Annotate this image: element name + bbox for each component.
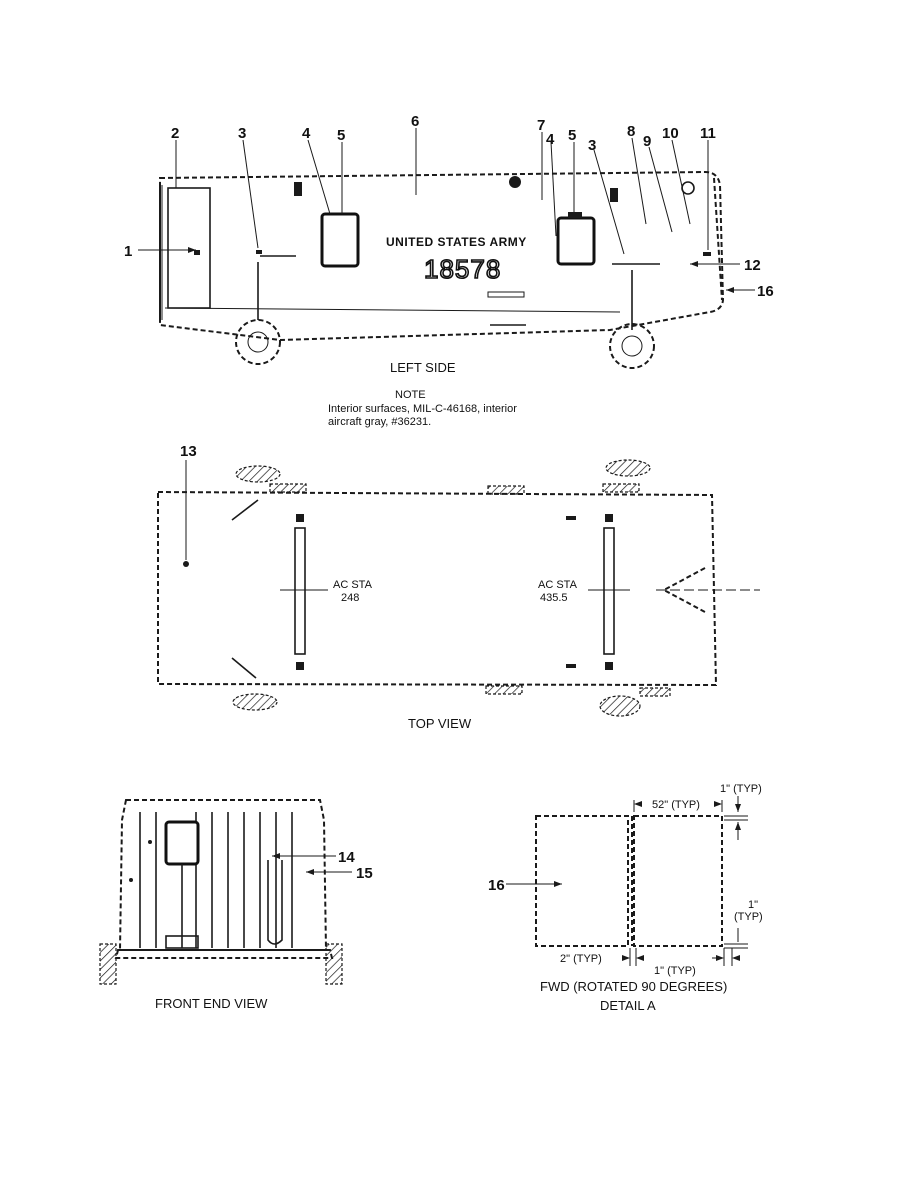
callout-15: 15 [356, 865, 373, 882]
callout-13: 13 [180, 443, 197, 460]
detail-a-left-panel [535, 815, 629, 947]
top-view-caption: TOP VIEW [408, 716, 472, 731]
station-435-label: AC STA [538, 579, 578, 591]
left-window-2 [556, 216, 596, 266]
left-side-leaders [138, 128, 755, 293]
callout-5: 5 [337, 127, 345, 144]
us-army-marking: UNITED STATES ARMY [386, 235, 527, 249]
note-line-1: Interior surfaces, MIL-C-46168, interior [328, 403, 517, 415]
station-248-label: AC STA [333, 579, 373, 591]
left-door-panel [167, 187, 211, 309]
top-view [157, 459, 760, 717]
station-248-value: 248 [341, 592, 359, 604]
crossbar-248 [294, 527, 306, 655]
left-wheel-front [235, 319, 281, 365]
note-title: NOTE [395, 389, 426, 401]
dim-1-top: 1" (TYP) [720, 783, 762, 795]
left-window-1 [320, 212, 360, 268]
callout-3: 3 [238, 125, 246, 142]
dim-1-right-a: 1" [748, 899, 758, 911]
dim-1-right-b: (TYP) [734, 911, 763, 923]
front-window [164, 820, 200, 866]
callout-5b: 5 [568, 127, 576, 144]
callout-16-detail: 16 [488, 877, 505, 894]
left-side-caption: LEFT SIDE [390, 360, 456, 375]
front-view-outline [118, 799, 328, 951]
top-view-outline [157, 490, 718, 687]
callout-11: 11 [700, 125, 716, 142]
callout-2: 2 [171, 125, 179, 142]
callout-8: 8 [627, 123, 635, 140]
callout-7: 7 [537, 117, 545, 134]
front-view-leaders [272, 853, 352, 875]
callout-6: 6 [411, 113, 419, 130]
left-side-body-outline [159, 170, 725, 342]
detail-a-caption-1: FWD (ROTATED 90 DEGREES) [540, 979, 727, 994]
vehicle-number-marking: 18578 [424, 254, 501, 284]
crossbar-435 [603, 527, 615, 655]
front-end-view [99, 799, 343, 985]
callout-16: 16 [757, 283, 774, 300]
detail-a-right-panel [633, 815, 723, 947]
front-end-view-caption: FRONT END VIEW [155, 996, 268, 1011]
station-435-value: 435.5 [540, 592, 568, 604]
detail-a-caption-2: DETAIL A [600, 998, 656, 1013]
detail-a [506, 796, 748, 966]
callout-4b: 4 [546, 131, 555, 148]
dim-52: 52" (TYP) [652, 799, 700, 811]
note-line-2: aircraft gray, #36231. [328, 416, 431, 428]
callout-10: 10 [662, 125, 679, 142]
dim-2: 2" (TYP) [560, 953, 602, 965]
callout-4: 4 [302, 125, 311, 142]
callout-12: 12 [744, 257, 761, 274]
callout-1: 1 [124, 243, 132, 260]
callout-14: 14 [338, 849, 355, 866]
left-side-view: UNITED STATES ARMY 18578 [159, 170, 725, 369]
callout-9: 9 [643, 133, 651, 150]
left-wheel-rear [609, 323, 655, 369]
left-side-lower-rail [164, 307, 621, 313]
dim-1-bottom: 1" (TYP) [654, 965, 696, 977]
callout-3b: 3 [588, 137, 596, 154]
